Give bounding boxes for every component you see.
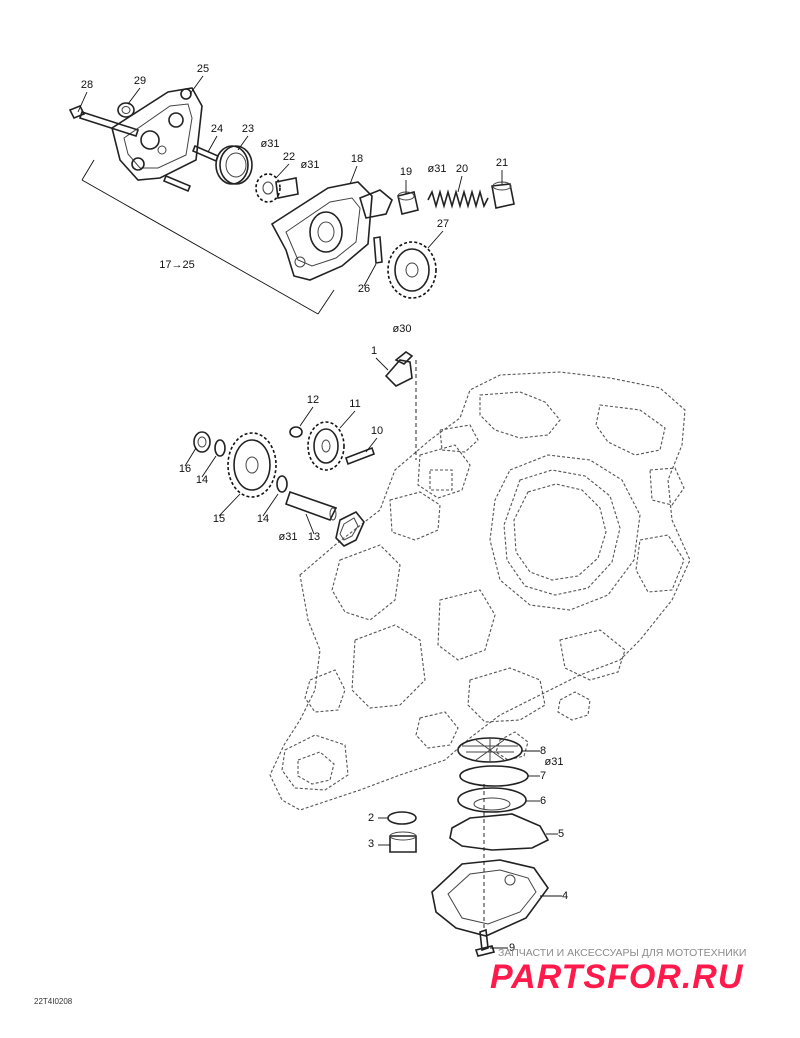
spring-20 — [427, 189, 489, 209]
diagram-reference-code: 22T4I0208 — [34, 997, 73, 1006]
plug-21 — [491, 181, 515, 209]
callout-21: 16 — [179, 463, 191, 475]
callout-5: ø31 — [261, 138, 280, 150]
callout-8: 18 — [351, 153, 363, 165]
callout-9: 19 — [400, 166, 412, 178]
watermark-brand-logo: PARTSFOR.RU — [490, 958, 744, 996]
callout-30: 6 — [540, 795, 546, 807]
bolt-9 — [474, 928, 496, 957]
callout-19: 11 — [349, 398, 360, 410]
callout-0: 28 — [81, 79, 93, 91]
callout-7: ø31 — [301, 159, 320, 171]
callout-11: 20 — [456, 163, 468, 175]
callout-31: 5 — [558, 828, 564, 840]
bushing-16 — [193, 431, 211, 453]
outer-rotor-23 — [215, 145, 253, 185]
washer-14b — [276, 475, 288, 493]
valve-19 — [397, 191, 419, 215]
callout-28: ø31 — [545, 756, 564, 768]
inner-rotor-22 — [255, 173, 299, 203]
callout-12: 21 — [496, 157, 508, 169]
gear-11 — [307, 421, 345, 471]
cover-4 — [431, 859, 549, 937]
gasket-5 — [449, 813, 550, 851]
callout-18: 12 — [307, 394, 319, 406]
pin-10 — [344, 446, 376, 466]
crankcase-housing — [269, 371, 691, 811]
callout-4: 23 — [242, 123, 254, 135]
callout-35: 9 — [509, 942, 515, 954]
group-bracket-17-25 — [81, 159, 335, 315]
callout-10: ø31 — [428, 163, 447, 175]
oil-pump-cover-plate — [111, 87, 203, 181]
o-ring-seal — [335, 510, 365, 547]
callout-13: 27 — [437, 218, 449, 230]
callout-15: 17→25 — [159, 259, 194, 271]
strainer-8 — [457, 737, 523, 763]
callout-29: 7 — [540, 770, 546, 782]
dowel-pins-24 — [162, 144, 220, 193]
callout-22: 14 — [196, 474, 208, 486]
callout-24: 14 — [257, 513, 269, 525]
callout-23: 15 — [213, 513, 225, 525]
screen-6 — [457, 787, 527, 813]
callout-1: 29 — [134, 75, 146, 87]
o-ring-7 — [459, 765, 529, 787]
o-ring-2 — [387, 811, 417, 825]
callout-27: 8 — [540, 745, 546, 757]
callout-6: 22 — [283, 151, 295, 163]
callout-25: ø31 — [279, 531, 298, 543]
callout-3: 24 — [211, 123, 223, 135]
callout-32: 2 — [368, 812, 374, 824]
seal-3 — [389, 831, 417, 853]
bolt-28 — [68, 104, 140, 138]
leader-lines — [77, 75, 562, 949]
callout-16: ø30 — [393, 323, 412, 335]
callout-26: 13 — [308, 531, 320, 543]
callout-2: 25 — [197, 63, 209, 75]
callout-20: 10 — [371, 425, 383, 437]
gear-15 — [227, 432, 277, 498]
washer-29 — [117, 102, 135, 118]
washer-14a — [214, 439, 226, 457]
pump-housing-18 — [270, 181, 393, 281]
callout-33: 3 — [368, 838, 374, 850]
circlip-12 — [289, 426, 303, 438]
callout-34: 4 — [562, 890, 568, 902]
oil-pressure-switch-1 — [384, 351, 417, 460]
watermark-tagline: ЗАПЧАСТИ И АКСЕССУАРЫ ДЛЯ МОТОТЕХНИКИ — [498, 947, 746, 959]
callout-14: 26 — [358, 283, 370, 295]
callout-17: 1 — [371, 345, 377, 357]
shaft-13 — [284, 490, 338, 521]
pin-26 — [373, 236, 383, 264]
gear-27 — [387, 241, 437, 299]
